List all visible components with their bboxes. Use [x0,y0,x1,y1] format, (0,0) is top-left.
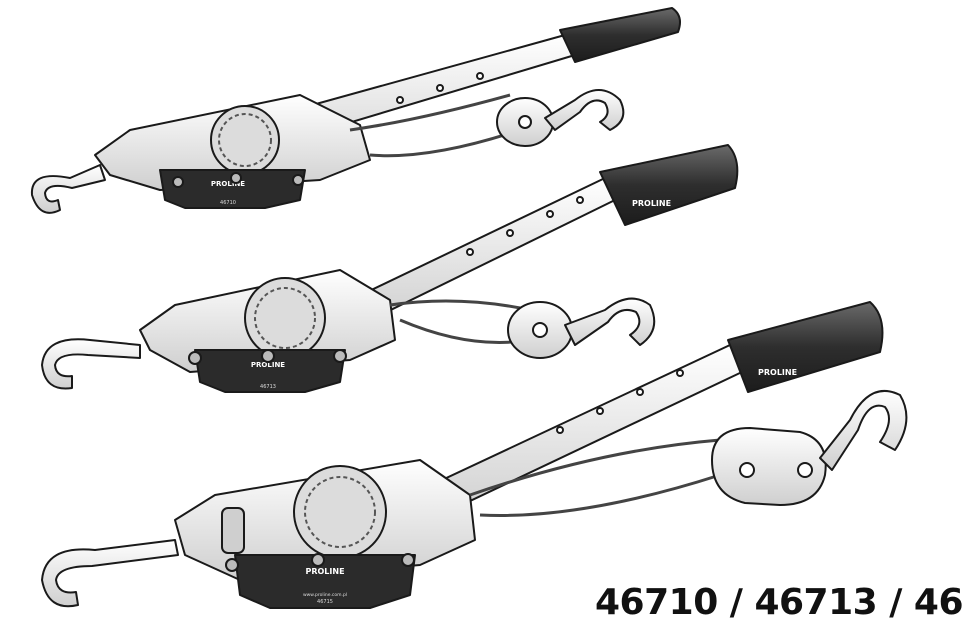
pulley-block [711,427,827,506]
grip-label: PROLINE [758,368,797,377]
cable [479,473,721,517]
cable-puller-46713: PROLINE PROLINE 46713 [41,144,739,393]
name-plate [159,169,306,209]
plate-model: 46715 [317,599,333,605]
plate-label: PROLINE [305,567,344,576]
plate-label: PROLINE [251,361,285,369]
ratchet-gear [293,465,387,559]
ratchet-gear [244,277,326,359]
plate-url: www.proline.com.pl [303,592,347,598]
left-hook [30,164,106,214]
handle-grip [599,144,739,226]
ratchet-gear [210,105,280,175]
cable [369,128,521,158]
grip-label: PROLINE [632,199,671,208]
right-hook [819,390,908,471]
spring [221,507,245,554]
right-hook [564,297,656,346]
illustration: PROLINE 46710 PROLINE PROLINE 46713 [30,7,908,609]
left-hook [41,338,141,390]
cable-puller-46710: PROLINE 46710 [30,7,681,214]
cable-puller-46715: PROLINE PROLINE www.proline.com.pl 46715 [41,301,908,609]
name-plate [234,554,416,609]
plate-model: 46710 [220,200,236,206]
model-numbers-caption: 46710 / 46713 / 46 [595,582,963,623]
right-hook [544,89,625,131]
plate-model: 46713 [260,384,276,390]
left-hook [41,539,179,608]
handle-grip [559,7,681,63]
name-plate [194,349,346,393]
handle-grip [727,301,884,393]
plate-label: PROLINE [211,180,245,188]
